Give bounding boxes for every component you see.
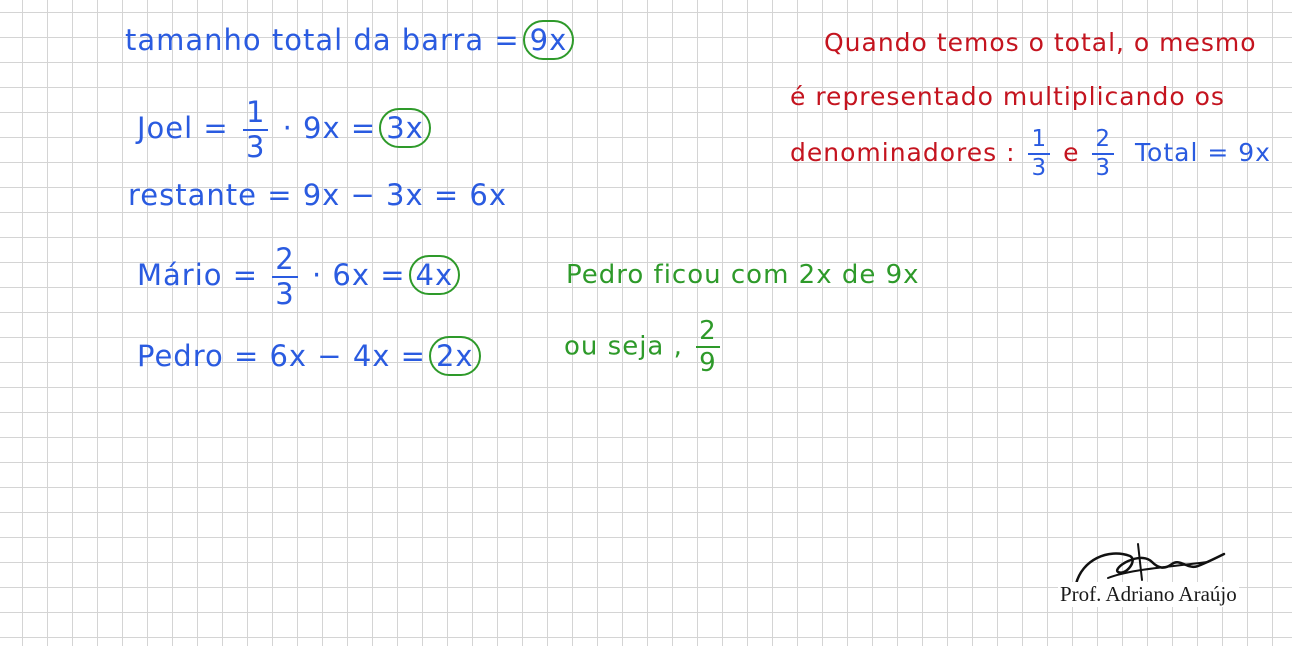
- blue-line-total: tamanho total da barra =9x: [125, 20, 575, 60]
- pedro-text: Pedro = 6x − 4x =: [137, 339, 426, 373]
- green-frac-den: 9: [699, 348, 717, 378]
- joel-frac-den: 3: [245, 130, 266, 164]
- green-line-2: ou seja , 2 9: [564, 318, 724, 376]
- joel-fraction: 1 3: [242, 98, 269, 164]
- total-size-text: tamanho total da barra =: [125, 23, 520, 57]
- green-line-1: Pedro ficou com 2x de 9x: [566, 260, 920, 290]
- total-9x-text: Total = 9x: [1135, 138, 1271, 167]
- circled-mario: 4x: [408, 255, 461, 295]
- red-fraction-1: 1 3: [1028, 128, 1051, 181]
- red-frac1-den: 3: [1031, 155, 1048, 181]
- green-fraction: 2 9: [696, 318, 720, 376]
- green-frac-num: 2: [696, 318, 720, 348]
- red-frac2-den: 3: [1095, 155, 1112, 181]
- joel-frac-num: 1: [242, 98, 269, 131]
- blue-line-mario: Mário = 2 3 · 6x =4x: [137, 245, 461, 311]
- mario-fraction: 2 3: [272, 245, 298, 311]
- mario-frac-den: 3: [275, 277, 295, 311]
- mario-frac-num: 2: [272, 245, 298, 278]
- blue-line-pedro: Pedro = 6x − 4x =2x: [137, 336, 481, 376]
- ou-seja-text: ou seja ,: [564, 331, 683, 362]
- denominators-text: denominadores :: [790, 138, 1016, 167]
- circled-joel: 3x: [379, 108, 431, 148]
- joel-mid: · 9x =: [282, 111, 377, 145]
- red-connector: e: [1063, 138, 1080, 167]
- red-line-2: é representado multiplicando os: [790, 82, 1225, 111]
- mario-label: Mário =: [137, 258, 259, 292]
- red-frac1-num: 1: [1028, 128, 1051, 155]
- mario-mid: · 6x =: [311, 258, 406, 292]
- circled-total: 9x: [522, 20, 575, 60]
- red-frac2-num: 2: [1092, 128, 1115, 155]
- blue-line-joel: Joel = 1 3 · 9x =3x: [137, 98, 431, 162]
- red-line-1: Quando temos o total, o mesmo: [824, 28, 1257, 57]
- joel-label: Joel =: [137, 111, 229, 145]
- circled-pedro: 2x: [428, 336, 481, 376]
- signature-name: Prof. Adriano Araújo: [1058, 582, 1239, 607]
- red-line-3: denominadores : 1 3 e 2 3 Total = 9x: [790, 128, 1271, 180]
- signature-scribble: [1074, 543, 1226, 586]
- blue-line-restante: restante = 9x − 3x = 6x: [128, 178, 508, 212]
- red-fraction-2: 2 3: [1092, 128, 1115, 181]
